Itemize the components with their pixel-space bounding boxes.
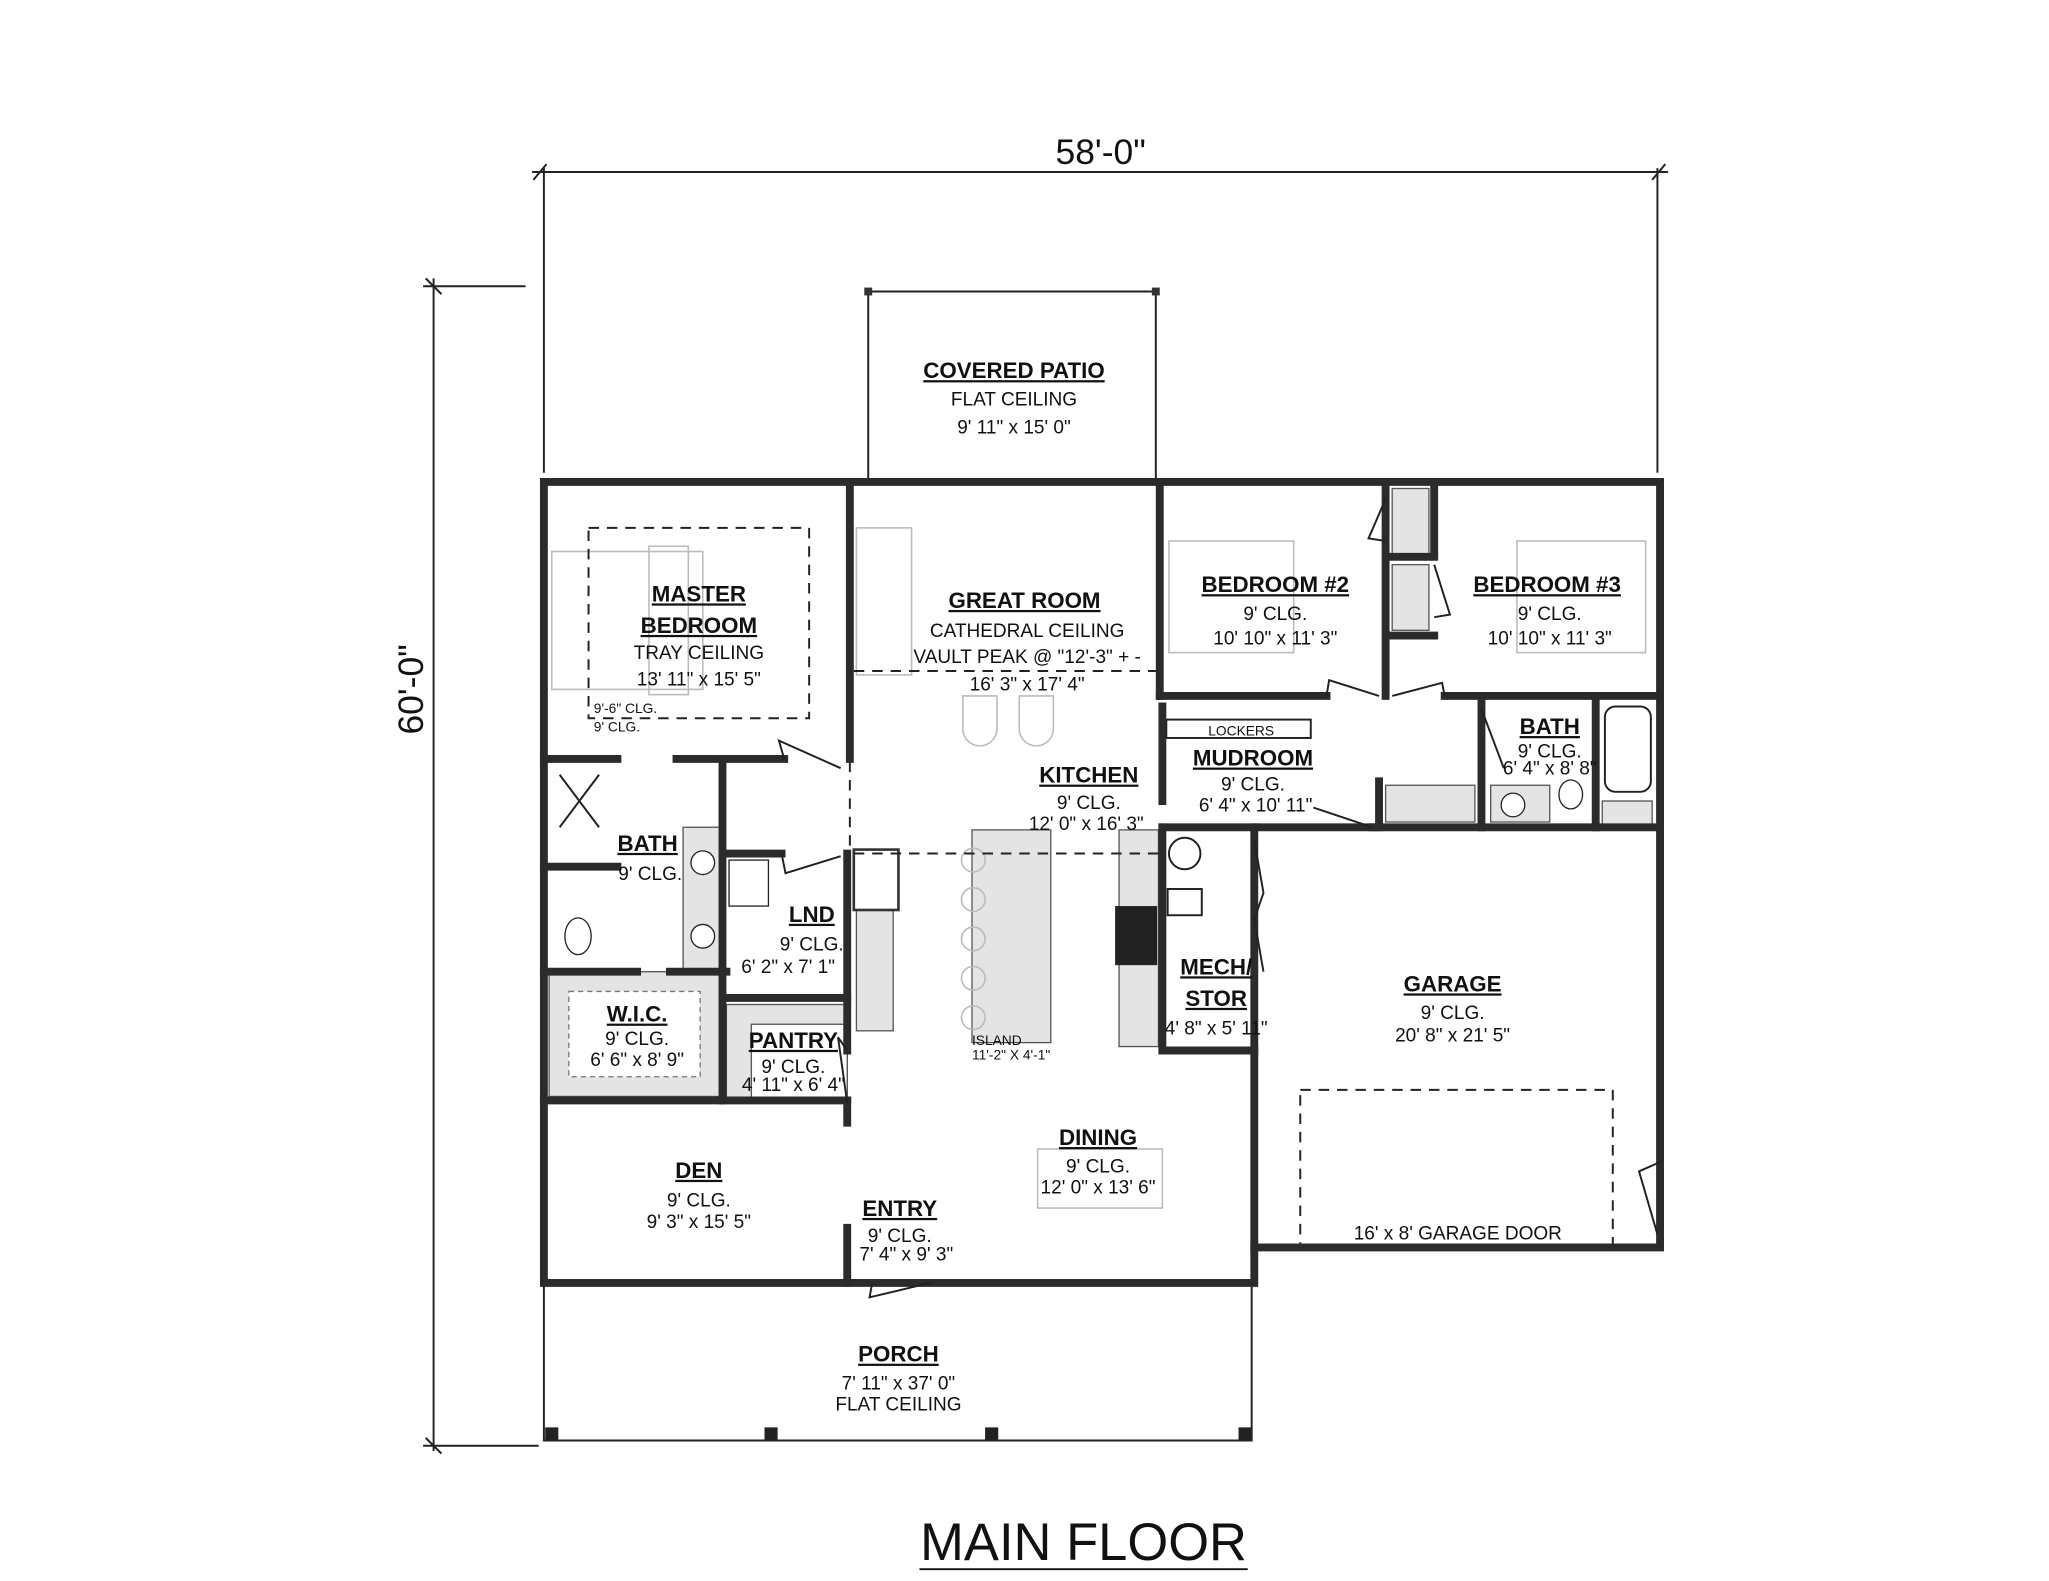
- svg-text:GREAT ROOM: GREAT ROOM: [948, 588, 1100, 613]
- svg-text:9' CLG.: 9' CLG.: [1066, 1157, 1130, 1178]
- svg-text:PORCH: PORCH: [858, 1342, 939, 1367]
- room-bedroom-3: BEDROOM #3 9' CLG. 10' 10" x 11' 3": [1473, 572, 1621, 650]
- svg-text:13' 11" x 15' 5": 13' 11" x 15' 5": [637, 669, 761, 690]
- svg-text:10' 10" x 11' 3": 10' 10" x 11' 3": [1213, 629, 1337, 650]
- svg-text:4' 8" x 5' 11": 4' 8" x 5' 11": [1165, 1019, 1268, 1040]
- svg-text:ISLAND: ISLAND: [972, 1033, 1022, 1048]
- island-label: ISLAND 11'-2" X 4'-1": [972, 1033, 1050, 1062]
- svg-text:9' CLG.: 9' CLG.: [868, 1226, 932, 1247]
- svg-text:FLAT CEILING: FLAT CEILING: [951, 390, 1077, 411]
- svg-text:DEN: DEN: [675, 1158, 722, 1183]
- svg-text:BEDROOM #2: BEDROOM #2: [1202, 572, 1350, 597]
- svg-text:BATH: BATH: [617, 831, 677, 856]
- width-label: 58'-0": [1056, 132, 1146, 172]
- garage-door-outline: [1299, 1088, 1614, 1246]
- refrigerator: [852, 848, 900, 912]
- covered-patio: [864, 287, 1160, 480]
- svg-text:BATH: BATH: [1520, 714, 1580, 739]
- svg-text:9' 3" x 15' 5": 9' 3" x 15' 5": [647, 1212, 751, 1233]
- svg-text:7' 4" x 9' 3": 7' 4" x 9' 3": [859, 1245, 953, 1266]
- walls: [539, 477, 1664, 1287]
- svg-text:BEDROOM #3: BEDROOM #3: [1473, 572, 1621, 597]
- svg-text:9' CLG.: 9' CLG.: [594, 719, 640, 734]
- svg-text:16' 3" x 17' 4": 16' 3" x 17' 4": [970, 675, 1085, 696]
- svg-text:LND: LND: [789, 902, 835, 927]
- svg-text:9' CLG.: 9' CLG.: [1243, 604, 1307, 625]
- svg-text:12' 0" x 13' 6": 12' 0" x 13' 6": [1041, 1178, 1156, 1199]
- closet: [1391, 487, 1430, 555]
- room-wic: W.I.C. 9' CLG. 6' 6" x 8' 9": [590, 1002, 684, 1072]
- svg-text:CATHEDRAL CEILING: CATHEDRAL CEILING: [930, 621, 1125, 642]
- svg-text:10' 10" x 11' 3": 10' 10" x 11' 3": [1488, 629, 1612, 650]
- room-laundry: LND 9' CLG. 6' 2" x 7' 1": [741, 902, 843, 978]
- svg-text:9' CLG.: 9' CLG.: [1421, 1003, 1485, 1024]
- svg-text:GARAGE: GARAGE: [1404, 971, 1502, 996]
- svg-text:BEDROOM: BEDROOM: [641, 613, 758, 638]
- furniture: [550, 527, 1647, 1209]
- svg-text:7' 11" x 37' 0": 7' 11" x 37' 0": [842, 1373, 956, 1394]
- svg-text:FLAT CEILING: FLAT CEILING: [835, 1394, 961, 1415]
- svg-text:PANTRY: PANTRY: [749, 1028, 838, 1053]
- room-bath-2: BATH 9' CLG. 6' 4" x 8' 8": [1503, 714, 1597, 780]
- doors: [777, 498, 1661, 1299]
- room-bedroom-2: BEDROOM #2 9' CLG. 10' 10" x 11' 3": [1202, 572, 1350, 650]
- room-master-bedroom: MASTER BEDROOM TRAY CEILING 13' 11" x 15…: [594, 581, 764, 734]
- room-mech-stor: MECH/ STOR 4' 8" x 5' 11": [1165, 954, 1268, 1039]
- svg-text:VAULT PEAK @ "12'-3" + -: VAULT PEAK @ "12'-3" + -: [913, 647, 1140, 668]
- svg-text:KITCHEN: KITCHEN: [1039, 763, 1138, 788]
- room-pantry: PANTRY 9' CLG. 4' 11" x 6' 4": [742, 1028, 845, 1096]
- range: [1115, 906, 1158, 966]
- svg-text:9' CLG.: 9' CLG.: [1518, 742, 1582, 763]
- svg-text:9' CLG.: 9' CLG.: [1518, 604, 1582, 625]
- depth-label: 60'-0": [391, 644, 431, 734]
- svg-text:6' 6" x 8' 9": 6' 6" x 8' 9": [590, 1050, 684, 1071]
- room-garage: GARAGE 9' CLG. 20' 8" x 21' 5" 16' x 8' …: [1354, 971, 1562, 1244]
- svg-text:6' 4" x 8' 8": 6' 4" x 8' 8": [1503, 759, 1597, 780]
- plan-title: MAIN FLOOR: [920, 1513, 1247, 1572]
- svg-text:TRAY CEILING: TRAY CEILING: [634, 643, 764, 664]
- svg-text:COVERED PATIO: COVERED PATIO: [923, 358, 1104, 383]
- svg-text:9' CLG.: 9' CLG.: [618, 864, 682, 885]
- svg-text:ENTRY: ENTRY: [862, 1196, 937, 1221]
- svg-text:STOR: STOR: [1185, 986, 1247, 1011]
- svg-text:9' CLG.: 9' CLG.: [667, 1191, 731, 1212]
- room-master-bath: BATH 9' CLG.: [617, 831, 682, 885]
- room-kitchen: KITCHEN 9' CLG. 12' 0" x 16' 3": [1029, 763, 1144, 835]
- svg-text:20' 8" x 21' 5": 20' 8" x 21' 5": [1395, 1025, 1510, 1046]
- room-den: DEN 9' CLG. 9' 3" x 15' 5": [647, 1158, 751, 1233]
- svg-text:MECH/: MECH/: [1180, 954, 1252, 979]
- fridge-counter: [855, 905, 894, 1032]
- svg-text:9' 11" x 15' 0": 9' 11" x 15' 0": [957, 417, 1071, 438]
- room-covered-patio: COVERED PATIO FLAT CEILING 9' 11" x 15' …: [923, 358, 1104, 438]
- svg-text:9' CLG.: 9' CLG.: [1221, 774, 1285, 795]
- room-great-room: GREAT ROOM CATHEDRAL CEILING VAULT PEAK …: [913, 588, 1140, 696]
- room-mudroom: MUDROOM 9' CLG. 6' 4" x 10' 11": [1193, 746, 1313, 817]
- svg-text:MUDROOM: MUDROOM: [1193, 746, 1313, 771]
- room-porch: PORCH 7' 11" x 37' 0" FLAT CEILING: [835, 1342, 961, 1416]
- tray-ceiling-outline: [587, 526, 811, 720]
- svg-text:16' x 8' GARAGE DOOR: 16' x 8' GARAGE DOOR: [1354, 1224, 1562, 1245]
- width-dimension: 58'-0": [532, 132, 1668, 473]
- porch: [542, 1282, 1253, 1442]
- depth-dimension: 60'-0": [391, 277, 539, 1455]
- svg-text:W.I.C.: W.I.C.: [607, 1002, 668, 1027]
- svg-text:MASTER: MASTER: [652, 581, 746, 606]
- lockers-label: LOCKERS: [1208, 723, 1274, 738]
- svg-text:9'-6" CLG.: 9'-6" CLG.: [594, 701, 657, 716]
- svg-text:9' CLG.: 9' CLG.: [761, 1057, 825, 1078]
- bathtub: [1603, 705, 1652, 793]
- svg-text:4' 11" x 6' 4": 4' 11" x 6' 4": [742, 1075, 845, 1096]
- vanity: [682, 826, 724, 973]
- svg-text:9' CLG.: 9' CLG.: [1057, 793, 1121, 814]
- room-entry: ENTRY 9' CLG. 7' 4" x 9' 3": [859, 1196, 953, 1266]
- svg-text:6' 4" x 10' 11": 6' 4" x 10' 11": [1199, 796, 1313, 817]
- svg-text:12' 0" x 16' 3": 12' 0" x 16' 3": [1029, 814, 1144, 835]
- svg-text:9' CLG.: 9' CLG.: [780, 935, 844, 956]
- room-dining: DINING 9' CLG. 12' 0" x 13' 6": [1041, 1125, 1156, 1199]
- svg-text:6' 2" x 7' 1": 6' 2" x 7' 1": [741, 957, 835, 978]
- svg-text:DINING: DINING: [1059, 1125, 1137, 1150]
- svg-text:9' CLG.: 9' CLG.: [605, 1029, 669, 1050]
- svg-text:11'-2" X 4'-1": 11'-2" X 4'-1": [972, 1048, 1050, 1063]
